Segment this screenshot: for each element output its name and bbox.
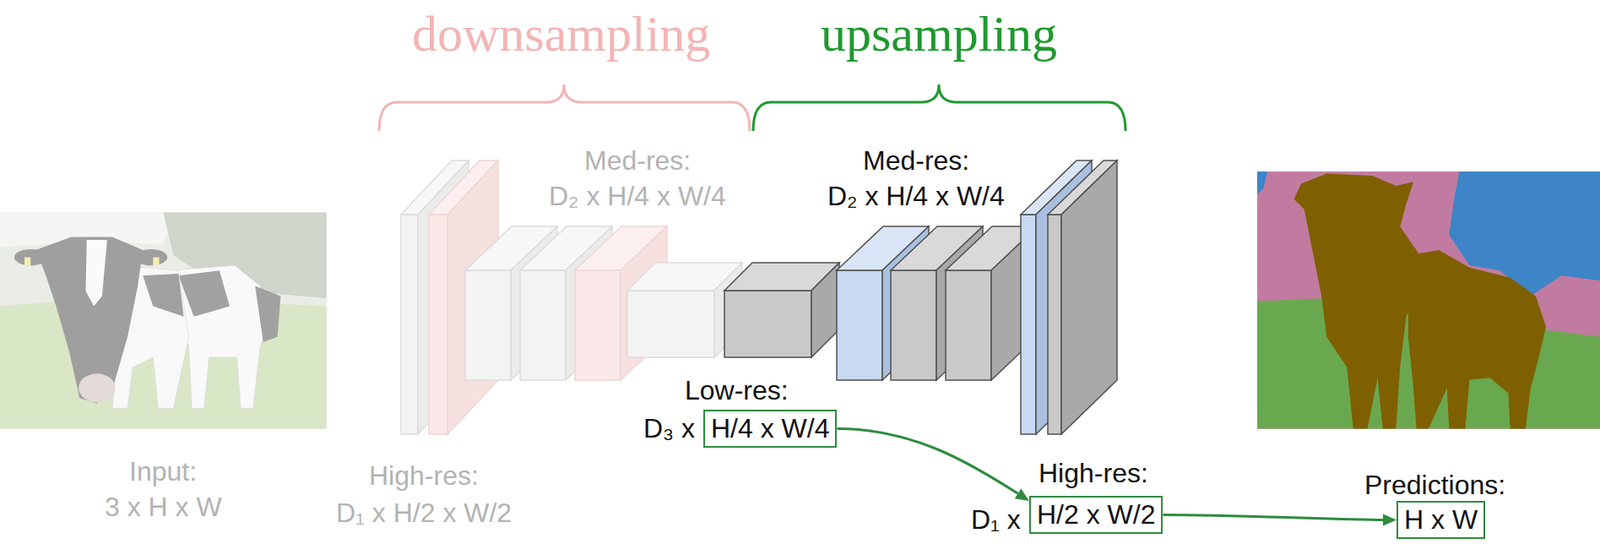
layer-front (627, 290, 715, 358)
layer-front (1047, 214, 1062, 434)
layer-shape: D₂ x H/4 x W/4 (548, 180, 727, 212)
brace (753, 84, 1126, 131)
cow-head (254, 285, 281, 342)
layer-shape: D₂ x H/4 x W/4 (827, 180, 1005, 212)
layer-name: Low-res: (684, 374, 789, 407)
layer-name: Med-res: (862, 145, 970, 177)
layer-name: High-res: (1038, 457, 1149, 489)
shape-text: H/2 x W/2 (1036, 498, 1156, 530)
layer-name: Med-res: (584, 145, 691, 177)
ear-tag (24, 257, 31, 266)
layer-front (465, 270, 511, 380)
shape-box: H/2 x W/2 (1029, 495, 1163, 534)
layer-name: High-res: (368, 460, 479, 492)
layer-front (890, 270, 937, 380)
layer-front (574, 270, 621, 380)
layer-name: Input: (129, 455, 197, 488)
brace (379, 84, 750, 131)
shape-text: H/4 x W/4 (710, 412, 830, 444)
segmentation-map (1257, 171, 1600, 429)
layer-shape: D₁ x H/2 x W/2 (336, 497, 512, 529)
flow-arrow (1162, 514, 1384, 520)
layer-front (724, 290, 812, 358)
layer-front (836, 270, 883, 380)
layer-side (811, 262, 840, 358)
cow-blaze (86, 239, 108, 307)
cow-muzzle (78, 373, 116, 402)
layer-depth: D₃ x (643, 412, 695, 445)
arrow-head (1383, 513, 1397, 526)
shape-text: H x W (1404, 504, 1478, 535)
layer-side (1061, 160, 1118, 434)
photo-ground (0, 211, 327, 429)
layer-front (1020, 214, 1036, 434)
seg-cow (1408, 249, 1546, 429)
layer-shape: 3 x H x W (104, 491, 223, 523)
layer-front (428, 214, 448, 434)
layer-name: Predictions: (1364, 469, 1506, 501)
cow-head (35, 236, 143, 403)
layer-front (401, 214, 418, 434)
cow-patch (178, 270, 230, 316)
shape-box: H x W (1396, 500, 1486, 539)
layer-depth: D₁ x (970, 504, 1021, 536)
input-photo (0, 211, 327, 429)
arrow-head (1014, 488, 1030, 501)
cow-patch (142, 273, 184, 317)
seg-tree (1257, 171, 1600, 429)
seg-sky (1257, 171, 1268, 195)
layer-front (520, 270, 566, 380)
shape-box: H/4 x W/4 (703, 409, 837, 448)
section-title: upsampling (820, 5, 1058, 64)
layer-front (945, 270, 992, 380)
section-title: downsampling (412, 5, 711, 64)
seg-cow (1294, 173, 1424, 429)
ear-tag (152, 257, 159, 266)
flow-arrow (836, 428, 1018, 494)
